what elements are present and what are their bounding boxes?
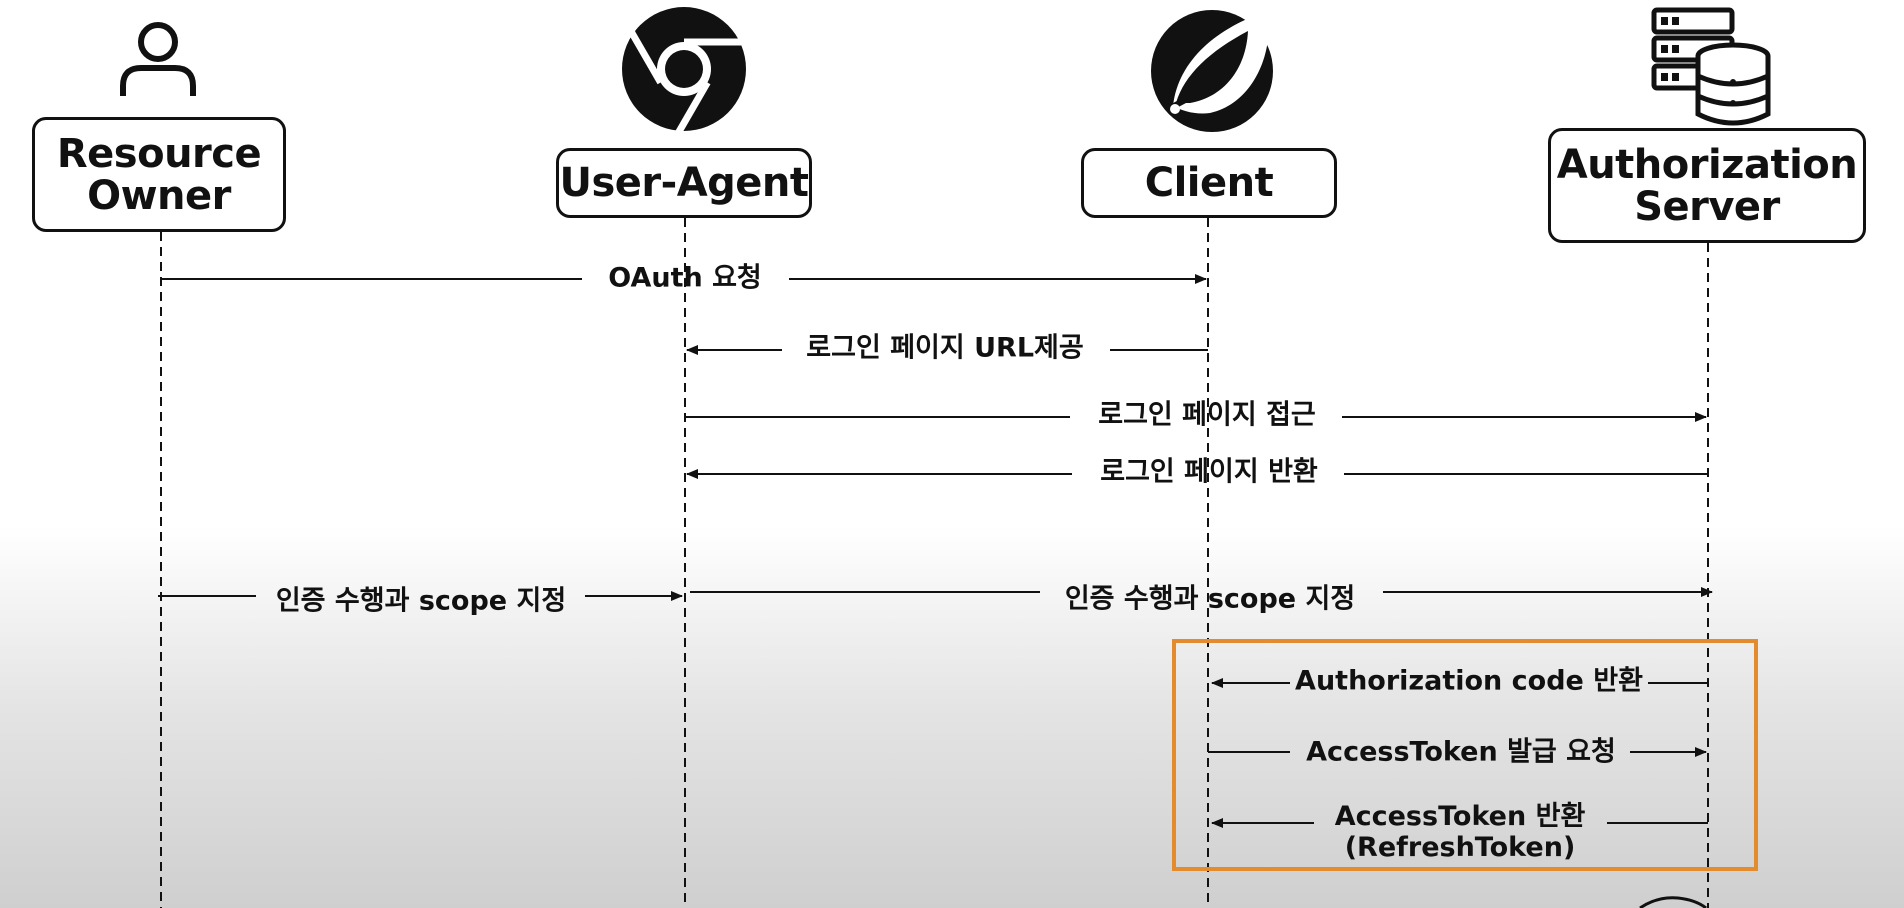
actor-client-label: Client [1144,160,1274,206]
actor-authorization-server-label: Authorization Server [1556,141,1858,230]
actor-resource-owner: Resource Owner [32,117,286,232]
highlight-box [1172,639,1758,871]
actor-authorization-server: Authorization Server [1548,128,1866,243]
message-label: Authorization code 반환 [1295,665,1643,697]
message-label: 인증 수행과 scope 지정 [1064,583,1356,615]
message-label-two-line: AccessToken 반환 (RefreshToken) [1329,801,1592,863]
corner-decoration [1639,896,1707,908]
person-icon [120,22,196,96]
actor-user-agent: User-Agent [556,148,812,218]
actor-user-agent-label: User-Agent [559,160,809,206]
actor-client: Client [1081,148,1337,218]
server-database-icon [1651,7,1771,126]
message-label: AccessToken 발급 요청 [1306,736,1616,768]
message-label-main: AccessToken 반환 [1334,800,1586,832]
message-label-sub: (RefreshToken) [1344,832,1576,863]
message-label: 로그인 페이지 접근 [1098,399,1316,431]
actor-resource-owner-label: Resource Owner [56,130,262,219]
message-label: 인증 수행과 scope 지정 [275,585,567,617]
message-label: 로그인 페이지 URL제공 [806,332,1084,364]
spring-leaf-icon [1151,10,1273,132]
message-label: 로그인 페이지 반환 [1100,456,1318,488]
message-label: OAuth 요청 [608,262,762,294]
chrome-browser-icon [622,7,746,133]
